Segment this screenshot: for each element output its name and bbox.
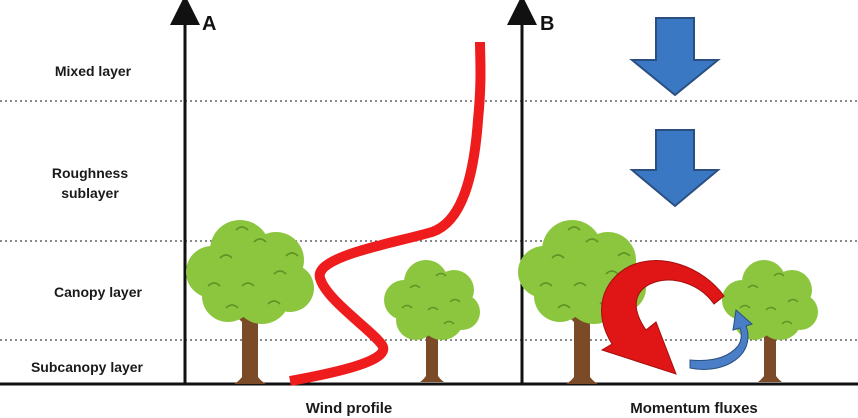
panel-b-caption: Momentum fluxes xyxy=(630,400,758,417)
panel-a-tree-right xyxy=(383,259,481,383)
wind-profile-curve xyxy=(289,41,486,386)
label-mixed-layer: Mixed layer xyxy=(55,63,132,79)
label-canopy-layer: Canopy layer xyxy=(54,284,142,300)
downward-arrow-upper xyxy=(629,17,721,97)
label-roughness-line1: Roughness xyxy=(52,165,128,181)
panel-a-letter: A xyxy=(202,13,216,35)
panel-b-letter: B xyxy=(540,13,554,35)
blue-flux-arrow xyxy=(689,309,753,370)
panel-a: A Wind profile xyxy=(170,0,486,417)
downward-arrow-lower xyxy=(629,129,721,208)
layer-boundaries xyxy=(0,100,858,341)
label-subcanopy-layer: Subcanopy layer xyxy=(31,359,144,375)
panel-b: B Momentum fluxes xyxy=(507,0,819,417)
red-flux-arrow xyxy=(600,260,725,375)
label-roughness-line2: sublayer xyxy=(61,185,119,201)
panel-a-caption: Wind profile xyxy=(306,400,393,417)
panel-a-tree-left xyxy=(185,219,315,385)
